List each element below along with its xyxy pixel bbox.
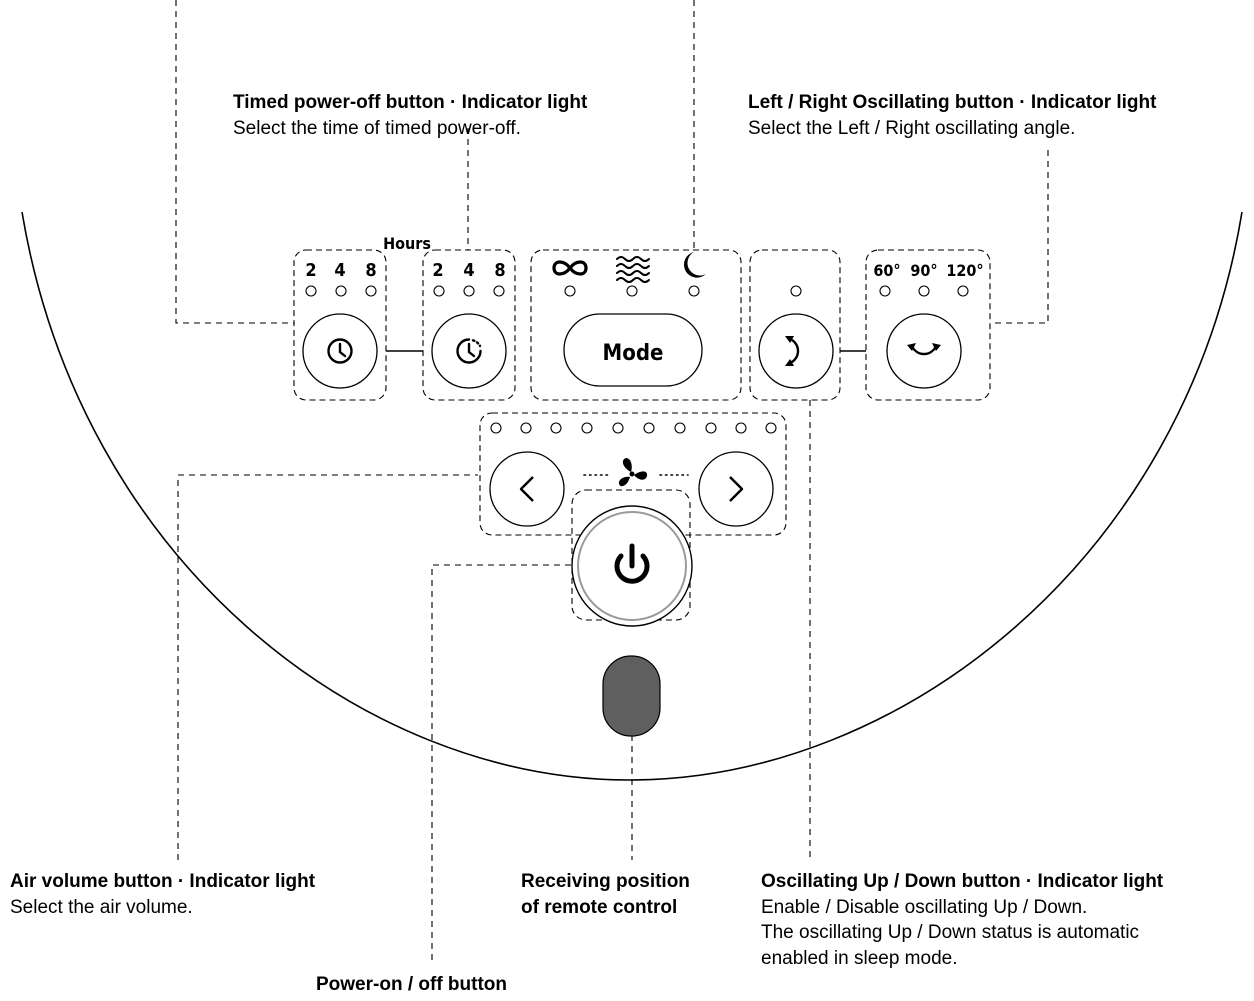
timer-right-value-1: 2 — [432, 260, 443, 281]
mode-button-label: Mode — [603, 341, 664, 366]
chevron-right-icon — [729, 476, 744, 502]
vertical-oscillation-icon — [785, 336, 800, 366]
indicator-light — [688, 285, 700, 297]
timer-right-group — [422, 249, 516, 401]
timer-left-value-3: 8 — [365, 260, 376, 281]
chevron-left-icon — [519, 476, 534, 502]
air-volume-group — [479, 412, 787, 536]
indicator-light — [365, 285, 377, 297]
timer-callout-desc: Select the time of timed power-off. — [233, 117, 521, 139]
mode-group — [530, 249, 742, 401]
timer-callout-title: Timed power-off button · Indicator light — [233, 92, 588, 113]
leader-line-air-volume — [177, 474, 478, 860]
indicator-light — [493, 285, 505, 297]
remote-receiver-window — [602, 655, 661, 737]
moon-icon — [683, 252, 706, 278]
indicator-light — [879, 285, 891, 297]
oscillate-ud-callout-desc1: Enable / Disable oscillating Up / Down. — [761, 896, 1088, 918]
air-volume-callout-title: Air volume button · Indicator light — [10, 871, 316, 892]
oscillate-left-right-button[interactable] — [886, 313, 962, 389]
natural-wind-icon — [616, 256, 650, 283]
air-volume-indicator-9 — [735, 422, 747, 434]
timer-right-value-2: 4 — [463, 260, 474, 281]
air-volume-indicator-2 — [520, 422, 532, 434]
air-volume-indicator-10 — [765, 422, 777, 434]
air-volume-indicator-1 — [490, 422, 502, 434]
fan-housing-outline — [21, 211, 1243, 781]
air-volume-indicator-4 — [581, 422, 593, 434]
timer-left-value-1: 2 — [305, 260, 316, 281]
power-icon — [614, 543, 650, 584]
remote-callout-line2: of remote control — [521, 896, 678, 918]
timer-clock-icon — [456, 338, 482, 364]
oscillate-ud-callout-desc3: enabled in sleep mode. — [761, 947, 958, 969]
air-volume-indicator-5 — [612, 422, 624, 434]
indicator-light — [790, 285, 802, 297]
indicator-light — [564, 285, 576, 297]
indicator-light — [463, 285, 475, 297]
angle-value-90: 90° — [910, 261, 937, 280]
fan-icon — [618, 458, 648, 487]
oscillate-ud-callout-desc2: The oscillating Up / Down status is auto… — [761, 922, 1140, 944]
oscillate-up-down-button[interactable] — [758, 313, 834, 389]
leader-line-top-left — [175, 0, 294, 324]
hours-label: Hours — [383, 234, 431, 253]
leader-line-oscillate-lr — [990, 150, 1049, 324]
air-volume-decrease-button[interactable] — [489, 451, 565, 527]
leader-lines — [175, 0, 1049, 960]
timer-callout: Timed power-off button · Indicator light… — [233, 90, 587, 141]
air-volume-indicator-3 — [550, 422, 562, 434]
indicator-light — [626, 285, 638, 297]
indicator-light — [305, 285, 317, 297]
timer-left-value-2: 4 — [334, 260, 345, 281]
air-volume-callout-desc: Select the air volume. — [10, 896, 193, 918]
oscillate-lr-callout: Left / Right Oscillating button · Indica… — [748, 90, 1156, 141]
air-volume-indicator-7 — [674, 422, 686, 434]
angle-value-60: 60° — [873, 261, 900, 280]
indicator-light — [335, 285, 347, 297]
oscillate-ud-group — [749, 249, 841, 401]
clock-icon — [327, 338, 353, 364]
remote-callout-line1: Receiving position — [521, 871, 690, 892]
oscillate-ud-callout-title: Oscillating Up / Down button · Indicator… — [761, 871, 1164, 892]
oscillate-ud-callout: Oscillating Up / Down button · Indicator… — [761, 869, 1163, 972]
power-callout-title: Power-on / off button — [316, 974, 508, 995]
remote-callout: Receiving position of remote control — [521, 869, 690, 920]
timer-right-value-3: 8 — [494, 260, 505, 281]
indicator-light — [433, 285, 445, 297]
indicator-light — [918, 285, 930, 297]
power-callout: Power-on / off button — [316, 972, 507, 998]
air-volume-indicator-6 — [643, 422, 655, 434]
timer-left-button[interactable] — [302, 313, 378, 389]
oscillate-lr-group — [865, 249, 991, 401]
air-volume-increase-button[interactable] — [698, 451, 774, 527]
angle-value-120: 120° — [946, 261, 983, 280]
timer-right-button[interactable] — [431, 313, 507, 389]
horizontal-oscillation-icon — [907, 343, 941, 356]
air-volume-callout: Air volume button · Indicator light Sele… — [10, 869, 315, 920]
oscillate-lr-callout-desc: Select the Left / Right oscillating angl… — [748, 117, 1076, 139]
power-button[interactable] — [571, 505, 693, 627]
air-volume-indicator-8 — [705, 422, 717, 434]
infinity-icon — [552, 260, 588, 276]
timer-left-group — [293, 249, 387, 401]
indicator-light — [957, 285, 969, 297]
oscillate-lr-callout-title: Left / Right Oscillating button · Indica… — [748, 92, 1157, 113]
mode-button[interactable]: Mode — [563, 313, 703, 387]
